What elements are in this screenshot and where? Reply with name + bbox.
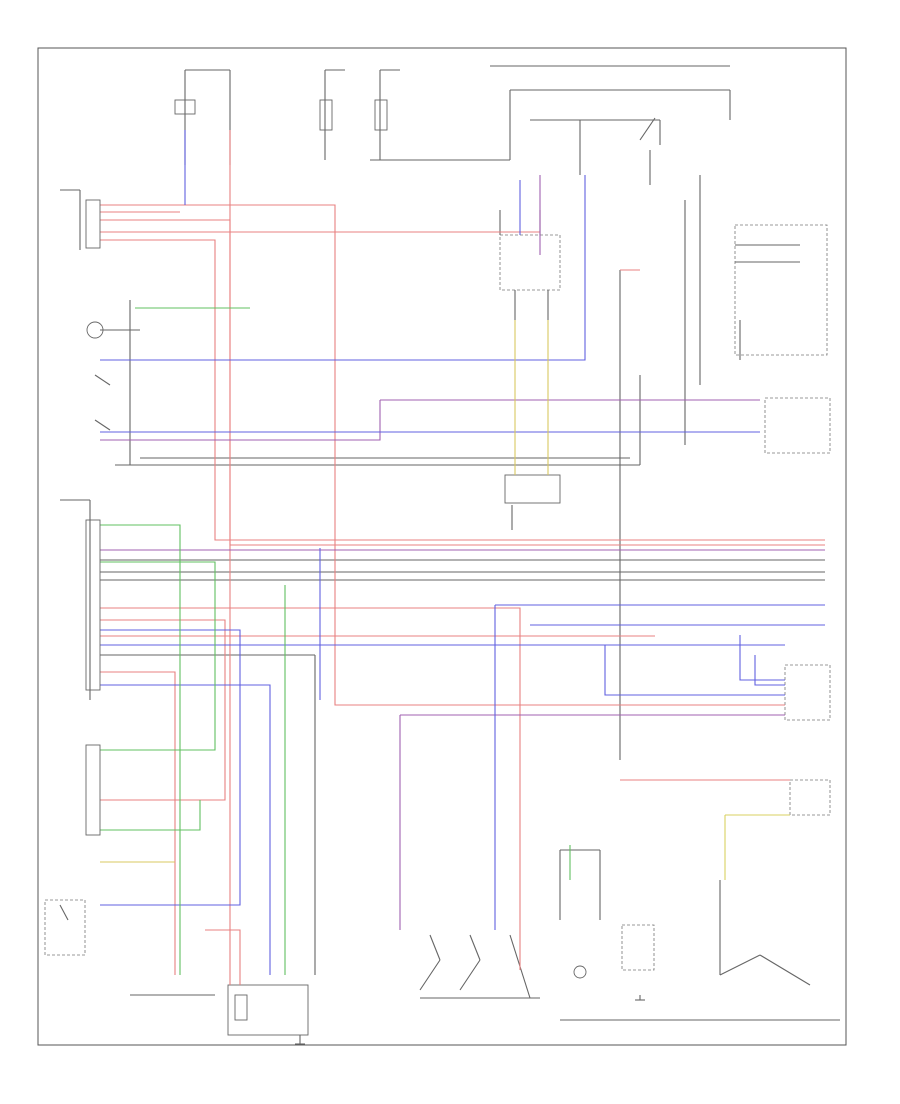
control-switch-center (499, 210, 561, 320)
harness-black-lines (100, 200, 825, 975)
bottom-center-switches (419, 934, 540, 999)
ground-symbols (295, 995, 645, 1045)
fuse-feeds-top (174, 65, 731, 165)
left-connector-2 (60, 499, 91, 700)
right-connector-boxes (764, 397, 831, 816)
relay-switch-top-right (530, 117, 828, 385)
control-module-bottom (130, 984, 309, 1040)
page-frame (37, 47, 847, 1046)
bottom-right-components (559, 849, 840, 1021)
left-connector-1 (60, 189, 81, 250)
colored-wires (100, 130, 825, 985)
bottom-left-switch (44, 899, 86, 956)
sensor-center (504, 474, 561, 530)
left-switches (86, 300, 140, 466)
connector-pins-left (85, 199, 101, 836)
